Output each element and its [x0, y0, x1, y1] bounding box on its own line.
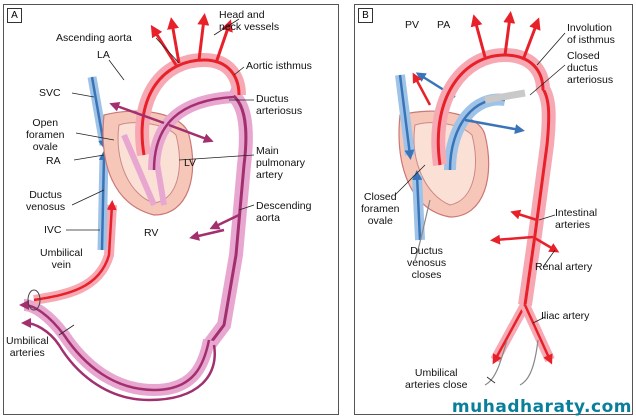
label-closed-foramen-ovale: Closed foramen ovale: [361, 191, 400, 227]
label-involution-isthmus: Involution of isthmus: [567, 22, 615, 46]
aorta-branch-2: [189, 228, 225, 241]
iliac-arteries-vessel: [484, 302, 555, 386]
panel-b-leader-lines: [394, 32, 566, 384]
aorta-branch-1: [209, 213, 240, 230]
pulmonary-artery-vessel: [109, 91, 235, 171]
label-ductus-venosus-closes: Ductus venosus closes: [407, 245, 447, 281]
label-iliac-artery: Iliac artery: [541, 310, 590, 322]
label-main-pulmonary-artery: Main pulmonary artery: [256, 145, 306, 181]
aortic-arch-vessel-b: [412, 47, 550, 166]
intestinal-branch-2: [490, 234, 534, 245]
intestinal-branch-1: [510, 209, 538, 222]
umbilical-arteries-vessel: [19, 299, 216, 402]
label-la: LA: [97, 49, 110, 61]
label-pa: PA: [437, 19, 451, 31]
descending-aorta-vessel: [203, 86, 253, 350]
head-neck-vessels-b: [470, 11, 541, 61]
label-umbilical-arteries: Umbilical arteries: [6, 335, 49, 359]
umbilical-vein-vessel: [27, 200, 117, 311]
label-pv: PV: [405, 19, 420, 31]
fetal-heart: [102, 110, 194, 216]
label-aortic-isthmus: Aortic isthmus: [246, 60, 312, 72]
panel-b-postnatal-circulation: B: [354, 4, 633, 415]
ivc-vessel: [97, 150, 109, 251]
fetal-circulation-diagram: [19, 13, 255, 402]
label-svc: SVC: [39, 87, 61, 99]
label-closed-ductus-arteriosus: Closed ductus arteriosus: [567, 50, 614, 86]
label-ascending-aorta: Ascending aorta: [56, 32, 132, 44]
closed-ductus-ligament: [484, 89, 526, 104]
label-rv: RV: [144, 227, 159, 239]
label-ivc: IVC: [44, 224, 62, 236]
label-umbilical-arteries-close: Umbilical arteries close: [405, 367, 468, 391]
postnatal-circulation-diagram: [394, 11, 566, 386]
panel-b-letter: B: [358, 8, 373, 23]
renal-branch: [532, 235, 560, 253]
label-intestinal-arteries: Intestinal arteries: [555, 207, 598, 231]
label-head-neck-text: Head and neck vessels: [219, 9, 280, 33]
label-lv: LV: [184, 157, 197, 169]
label-renal-artery: Renal artery: [535, 261, 593, 273]
panel-a-leader-lines: [58, 18, 255, 336]
label-ductus-arteriosus: Ductus arteriosus: [256, 93, 303, 117]
watermark-muhadharaty: muhadharaty.com: [451, 397, 632, 417]
panel-a-letter: A: [7, 8, 22, 23]
vena-cava-vessels-b: [395, 74, 431, 261]
label-head-neck-vessels: Head and neck vessels: [219, 9, 279, 33]
panel-a-fetal-circulation: A: [3, 4, 339, 415]
label-ductus-venosus: Ductus venosus: [26, 189, 66, 213]
label-open-foramen-ovale: Open foramen ovale: [26, 117, 65, 153]
label-umbilical-vein: Umbilical vein: [40, 247, 83, 271]
label-descending-aorta: Descending aorta: [256, 200, 312, 224]
svc-vessel: [87, 76, 109, 150]
label-ra: RA: [46, 155, 61, 167]
